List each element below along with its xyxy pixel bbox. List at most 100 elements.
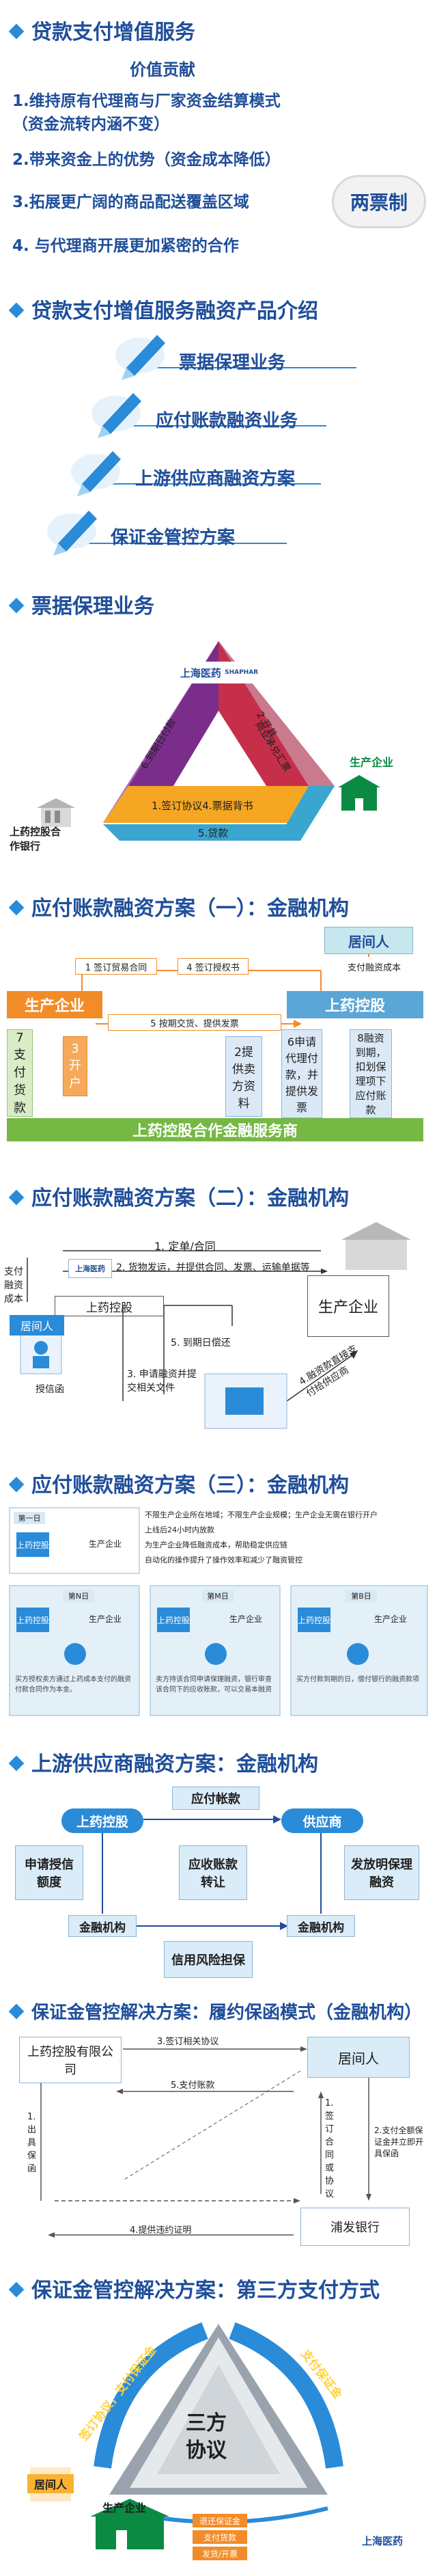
credit-label: 授信函 bbox=[36, 1384, 64, 1395]
section-products: 贷款支付增值服务融资产品介绍 bbox=[0, 280, 437, 581]
section-title: 贷款支付增值服务 bbox=[8, 15, 195, 45]
product-payable-financing: 应付账款融资业务 bbox=[156, 411, 298, 431]
flow-lines bbox=[102, 1815, 322, 1930]
shaphar-logo: 上海医药 bbox=[68, 1259, 112, 1278]
step-tag: 第N日 bbox=[63, 1590, 94, 1602]
section-title: 贷款支付增值服务融资产品介绍 bbox=[8, 294, 318, 324]
step-label: 5 按期交货、提供发票 bbox=[108, 1014, 281, 1031]
shangyao-box: 上药控股 bbox=[287, 991, 423, 1018]
payable-box: 应付帐款 bbox=[172, 1787, 259, 1810]
shangyao-box: 上药控股 bbox=[16, 1532, 49, 1557]
shangyao-box: 上药控股 bbox=[55, 1296, 164, 1316]
panel-note: 买方付款到期的日，偿付银行的融资款项 bbox=[296, 1676, 419, 1683]
producer-label: 生产企业 bbox=[89, 1614, 122, 1624]
section-title: 票据保理业务 bbox=[8, 589, 154, 619]
producer-label: 生产企业 bbox=[229, 1614, 263, 1624]
apply-label: 3. 申请融资并提交相关文件 bbox=[127, 1369, 197, 1394]
intermediary-box: 居间人 bbox=[307, 2037, 410, 2078]
panel-note: 卖方持该合同申请保理融资，银行审查该合同下的应收账款，可以交易本融资 bbox=[156, 1676, 272, 1694]
step-label: 1.签订合同或协议 bbox=[325, 2098, 335, 2199]
flow-lines bbox=[40, 2046, 371, 2238]
bullet: 不限生产企业所在地域；不限生产企业规模；生产企业无需在银行开户 bbox=[145, 1510, 378, 1519]
producer-box: 生产企业 bbox=[307, 1275, 389, 1337]
credit-apply-box: 申请授信额度 bbox=[15, 1845, 83, 1900]
shaphar-logo: 上海医药 bbox=[341, 2529, 423, 2552]
step-box: 8融资到期，扣划保理项下应付账款 bbox=[350, 1029, 392, 1118]
bullet: 自动化的操作提升了操作效率和减少了融资管控 bbox=[145, 1556, 302, 1564]
panel-note: 买方授权卖方通过上药成本支付的融资付款合同作为本金。 bbox=[15, 1676, 131, 1694]
step-box: 2提供卖方资料 bbox=[225, 1036, 262, 1117]
product-deposit-control: 保证金管控方案 bbox=[111, 528, 236, 548]
step-label: 4.提供违约证明 bbox=[130, 2225, 192, 2236]
step-label: 5.支付账款 bbox=[171, 2080, 215, 2091]
product-upstream-financing: 上游供应商融资方案 bbox=[135, 469, 296, 489]
intermediary-box: 居间人 bbox=[324, 927, 413, 954]
bullet: 上线后24小时内放款 bbox=[145, 1526, 214, 1534]
section-bill-factoring: 票据保理业务 上海医药 SHAPHAR 6.到期日付款 2.开具 商业承兑汇票 … bbox=[0, 581, 437, 875]
shangyao-box: 上药控股 bbox=[16, 1608, 49, 1632]
bank-box: 金融机构 bbox=[68, 1915, 137, 1937]
producer-label: 生产企业 bbox=[374, 1614, 408, 1624]
step-box: 3开户 bbox=[63, 1036, 87, 1096]
flow-arrows bbox=[20, 1222, 411, 1429]
step-tag: 第一日 bbox=[14, 1512, 45, 1524]
guarantee-box: 信用风险担保 bbox=[164, 1941, 253, 1978]
shangyao-box: 上药控股 bbox=[298, 1608, 330, 1632]
flow-tag: 退还保证金 bbox=[193, 2514, 247, 2527]
section-value: 贷款支付增值服务 价值贡献 1.维持原有代理商与厂家资金结算模式 （资金流转内涵… bbox=[0, 0, 437, 280]
center-label: 协议 bbox=[186, 2439, 227, 2463]
producer-label: 生产企业 bbox=[350, 756, 394, 769]
pen-icon bbox=[47, 511, 287, 556]
section-title: 上游供应商融资方案：金融机构 bbox=[8, 1747, 318, 1777]
producer-label: 生产企业 bbox=[89, 1539, 122, 1549]
order-label: 1. 定单/合同 bbox=[154, 1240, 216, 1253]
section-payable-2: 应付账款融资方案（二）：金融机构 支付融资成本 1. 定单/合同 上海医药 2.… bbox=[0, 1169, 437, 1456]
diamond-icon bbox=[8, 23, 25, 39]
intermediary-box: 居间人 bbox=[27, 2474, 74, 2493]
step-tag: 第M日 bbox=[202, 1590, 234, 1602]
flow-tag: 发货/开票 bbox=[193, 2547, 247, 2560]
step-label: 2.支付全额保证金并立即开具保函 bbox=[374, 2126, 424, 2158]
section-payable-1: 应付账款融资方案（一）：金融机构 居间人 1 签订贸易合同 4 签订授权书 支付… bbox=[0, 875, 437, 1169]
shangyao-box: 上药控股 bbox=[61, 1808, 143, 1833]
producer-label: 生产企业 bbox=[102, 2502, 147, 2514]
pen-icon bbox=[115, 335, 356, 380]
value-heading: 价值贡献 bbox=[130, 60, 195, 79]
section-upstream: 上游供应商融资方案：金融机构 应付帐款 上药控股 供应商 申请授信额度 应收账款… bbox=[0, 1729, 437, 1989]
two-invoice-badge: 两票制 bbox=[332, 175, 426, 228]
section-title: 应付账款融资方案（一）：金融机构 bbox=[8, 891, 349, 921]
step-label: 4 签订授权书 bbox=[178, 958, 249, 975]
supplier-box: 供应商 bbox=[281, 1808, 363, 1833]
step-tag: 第B日 bbox=[346, 1590, 377, 1602]
section-title: 应付账款融资方案（三）：金融机构 bbox=[8, 1468, 349, 1498]
due-label: 5. 到期日偿还 bbox=[171, 1338, 231, 1348]
cost-label: 支付融资成本 bbox=[4, 1266, 23, 1305]
value-item: （资金流转内涵不变） bbox=[12, 116, 169, 133]
pen-icon bbox=[71, 451, 321, 496]
product-bill-factoring: 票据保理业务 bbox=[179, 353, 286, 373]
pen-icon bbox=[91, 393, 326, 438]
step-box: 7支付货款 bbox=[7, 1029, 33, 1117]
step-label: 支付融资成本 bbox=[333, 958, 415, 975]
step-box: 6申请代理付款，并提供发票 bbox=[281, 1029, 322, 1118]
bottom-label: 1.签订协议4.票据背书 bbox=[152, 800, 253, 812]
bank-label: 上药控股合作银行 bbox=[10, 826, 61, 852]
bank-box: 金融机构 bbox=[287, 1915, 355, 1937]
value-item: 4. 与代理商开展更加紧密的合作 bbox=[12, 237, 239, 255]
company-box: 上药控股有限公司 bbox=[19, 2037, 122, 2083]
section-deposit-guarantee: 保证金管控解决方案：履约保函模式（金融机构） 上药控股有限公司 居间人 浦发银行… bbox=[0, 1989, 437, 2262]
value-item: 2.带来资金上的优势（资金成本降低） bbox=[12, 151, 281, 169]
section-title: 保证金管控解决方案：履约保函模式（金融机构） bbox=[8, 1998, 422, 2024]
intermediary-box: 居间人 bbox=[10, 1315, 64, 1336]
section-title: 保证金管控解决方案：第三方支付方式 bbox=[8, 2273, 380, 2303]
value-item: 3.拓展更广阔的商品配送覆盖区域 bbox=[12, 193, 249, 211]
producer-box: 生产企业 bbox=[7, 991, 102, 1018]
section-title: 应付账款融资方案（二）：金融机构 bbox=[8, 1181, 349, 1211]
center-label: 三方 bbox=[186, 2411, 227, 2435]
product-pens bbox=[47, 335, 356, 556]
flow-tag: 支付货款 bbox=[193, 2530, 247, 2544]
bank-bar: 上药控股合作金融服务商 bbox=[7, 1118, 423, 1141]
section-deposit-third-party: 保证金管控解决方案：第三方支付方式 三方 协议 签订协议，支付保证金 支付保证金… bbox=[0, 2262, 437, 2576]
step-label: 1 签订贸易合同 bbox=[75, 958, 157, 975]
